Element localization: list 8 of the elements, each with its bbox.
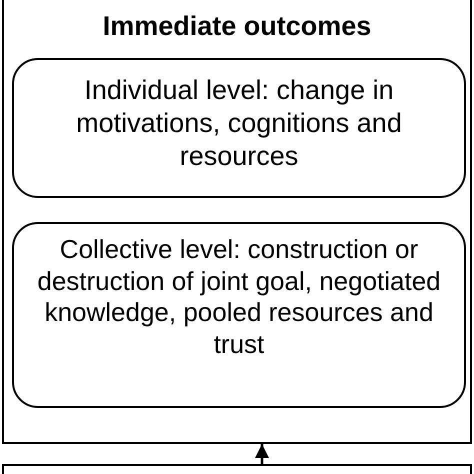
panel-heading: Immediate outcomes [102,10,372,43]
arrow [255,444,269,464]
box-text: Collective level: construction or destruction of joint goal, negotiated knowledge, pooled resources and trust [36,234,442,361]
process-box [2,464,472,474]
box-text: Individual level: change in motivations, cognitions and resources [75,74,403,173]
outcomes-panel [2,0,472,444]
level-box [12,58,466,198]
level-box [12,222,466,408]
